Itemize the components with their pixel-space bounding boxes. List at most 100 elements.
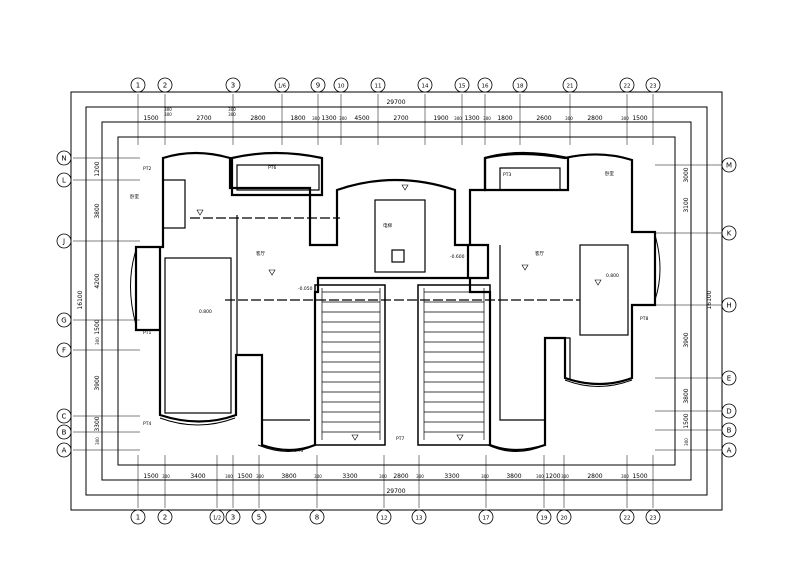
dim-text: 1800: [497, 115, 512, 122]
room-label: 卧室: [130, 193, 139, 200]
right-axis-bubbles: [721, 157, 737, 458]
room-label: PT1: [143, 330, 151, 336]
axis-lines: [73, 94, 722, 508]
room-label: PT2: [143, 166, 151, 172]
dim-text: 1500: [237, 473, 252, 480]
bottom-right-bay: [564, 379, 633, 387]
axis-label: D: [726, 408, 731, 416]
axis-label: 9: [316, 82, 320, 90]
axis-label: 21: [567, 84, 574, 90]
right-room: [579, 244, 629, 336]
axis-label: B: [727, 427, 732, 435]
axis-label: 22: [624, 84, 631, 90]
axis-label: 23: [650, 84, 657, 90]
top-axis-labels: 1 2 3 1/6 9 10 11 14 15 16 18 21 22 23: [136, 82, 657, 90]
axis-label: 12: [381, 516, 388, 522]
right-dimension-column: 3000 3100 3900 3800 1500 300: [683, 167, 690, 446]
left-axis-labels: N L J G F C B A: [61, 155, 66, 455]
dim-text: 300: [228, 107, 236, 112]
dim-text: 2800: [587, 115, 602, 122]
dim-text: 2700: [393, 115, 408, 122]
dim-text: 3300: [444, 473, 459, 480]
dim-text: 1800: [290, 115, 305, 122]
dim-text: 3800: [683, 388, 690, 403]
overall-dim-right: 16100: [706, 290, 713, 309]
axis-label: 3: [231, 82, 235, 90]
axis-label: 23: [650, 516, 657, 522]
dim-text: 3900: [94, 375, 101, 390]
axis-label: 1: [136, 82, 140, 90]
room-label: -0.050: [298, 286, 313, 292]
dim-text: 4500: [354, 115, 369, 122]
wall: [236, 215, 262, 356]
room-label: PT5: [295, 448, 303, 454]
dim-text: 4200: [94, 273, 101, 288]
axis-label: 17: [483, 516, 490, 522]
axis-label: C: [62, 413, 67, 421]
axis-label: 20: [561, 516, 568, 522]
left-room: [164, 257, 232, 414]
dim-text: 1500: [143, 473, 158, 480]
overall-dim-left: 16100: [77, 290, 84, 309]
axis-label: K: [727, 230, 732, 238]
axis-label: 1/6: [278, 84, 286, 90]
top-dimension-row: 1500 300 2700 300 2800 1800 300 1300 300…: [143, 107, 647, 122]
axis-label: L: [62, 177, 66, 185]
axis-label: 5: [257, 514, 261, 522]
axis-label: E: [727, 375, 731, 383]
axis-label: F: [62, 347, 66, 355]
room-label: 0.800: [199, 309, 212, 315]
dim-text: 3900: [683, 332, 690, 347]
axis-label: 8: [315, 514, 319, 522]
elevator-cab: [391, 249, 405, 263]
dim-text: 2700: [196, 115, 211, 122]
room-label: PT3: [503, 172, 511, 178]
dim-text: 300: [481, 474, 489, 479]
axis-label: 11: [375, 84, 382, 90]
plan-annotations: PT2 PT6 PT3 PT1 PT4 PT5 PT7 PT8 电梯 客厅 客厅…: [130, 165, 648, 454]
frame-2: [85, 106, 708, 496]
room-label: PT8: [640, 316, 648, 322]
dim-text: 1300: [464, 115, 479, 122]
dim-text: 3100: [683, 197, 690, 212]
inner-frame: [117, 136, 676, 466]
dim-text: 3800: [94, 203, 101, 218]
drawing-frame: [70, 91, 723, 511]
room-label: PT6: [268, 165, 276, 171]
dim-text: 300: [162, 474, 170, 479]
bottom-axis-bubbles: [130, 509, 661, 525]
room-label: -0.600: [450, 254, 465, 260]
dim-text: 3800: [281, 473, 296, 480]
interior-walls: [162, 164, 629, 421]
right-bay: [654, 234, 661, 301]
dim-text: 300: [621, 474, 629, 479]
axis-label: A: [727, 447, 732, 455]
dim-text: 1500: [632, 473, 647, 480]
axis-label: 3: [231, 514, 235, 522]
dim-text: 300: [228, 112, 236, 117]
left-shaft: [162, 179, 186, 229]
bay-windows: [130, 234, 661, 452]
axis-label: N: [61, 155, 66, 163]
frame-3: [101, 121, 692, 481]
outer-frame: [70, 91, 723, 511]
overall-dimensions: 29700 29700 16100 16100: [77, 99, 713, 495]
axis-label: 22: [624, 516, 631, 522]
dim-text: 1500: [94, 319, 101, 334]
left-unit-outline: [134, 151, 470, 452]
dim-text: 2800: [587, 473, 602, 480]
axis-label: 2: [163, 514, 167, 522]
left-dimension-column: 1200 3800 4200 1500 300 3900 3300 300: [94, 161, 101, 445]
dim-text: 2600: [536, 115, 551, 122]
right-axis-labels: M K H E D B A: [726, 162, 732, 455]
dim-text: 1200: [545, 473, 560, 480]
room-label: 卧室: [605, 170, 614, 177]
axis-label: 10: [338, 84, 345, 90]
bottom-left-bay: [159, 417, 236, 426]
dim-text: 3300: [94, 416, 101, 431]
axis-label: 16: [482, 84, 489, 90]
axis-label: 19: [541, 516, 548, 522]
axis-label: 2: [163, 82, 167, 90]
dim-text: 300: [454, 116, 462, 121]
